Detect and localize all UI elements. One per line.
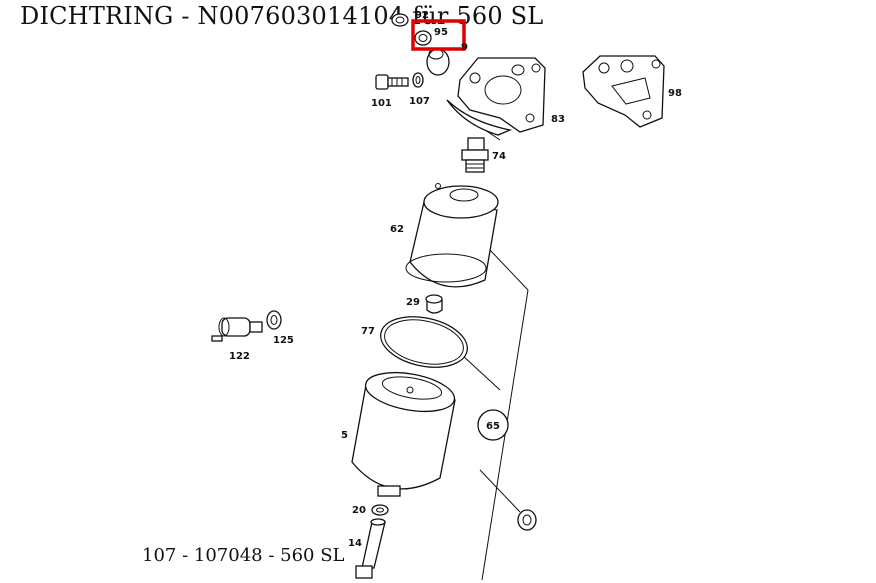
washer-65-end[interactable] [517,509,537,531]
label-9: 9 [461,42,468,53]
label-77: 77 [361,326,375,337]
label-29: 29 [406,297,420,308]
label-65: 65 [486,421,500,432]
label-14: 14 [348,538,362,549]
label-83: 83 [551,114,565,125]
highlight-box [411,19,466,51]
sleeve-29[interactable] [425,294,443,314]
gasket-98[interactable] [582,55,665,128]
label-101: 101 [371,98,392,109]
label-74: 74 [492,151,506,162]
label-98: 98 [668,88,682,99]
label-122: 122 [229,351,250,362]
label-62: 62 [390,224,404,235]
seal-92[interactable] [391,13,409,27]
washer-107[interactable] [412,72,424,88]
model-reference: 107 - 107048 - 560 SL [142,545,345,566]
bolt-101[interactable] [375,74,409,90]
callout-65[interactable] [477,409,509,441]
label-5: 5 [341,430,348,441]
page-title: DICHTRING - N007603014104 für 560 SL [20,2,544,30]
washer-125[interactable] [266,310,282,330]
sensor-122[interactable] [211,317,263,342]
label-107: 107 [409,96,430,107]
label-20: 20 [352,505,366,516]
washer-20[interactable] [371,504,389,516]
filter-element-62[interactable] [405,183,499,288]
bolt-14[interactable] [355,518,386,579]
flange-83[interactable] [446,57,546,136]
label-95: 95 [434,27,448,38]
nipple-74[interactable] [461,137,489,173]
seal-95[interactable] [414,30,432,46]
label-92: 92 [415,10,429,21]
plug-9[interactable] [426,48,450,76]
label-125: 125 [273,335,294,346]
filter-housing-5[interactable] [351,366,457,497]
o-ring-77[interactable] [376,309,472,374]
